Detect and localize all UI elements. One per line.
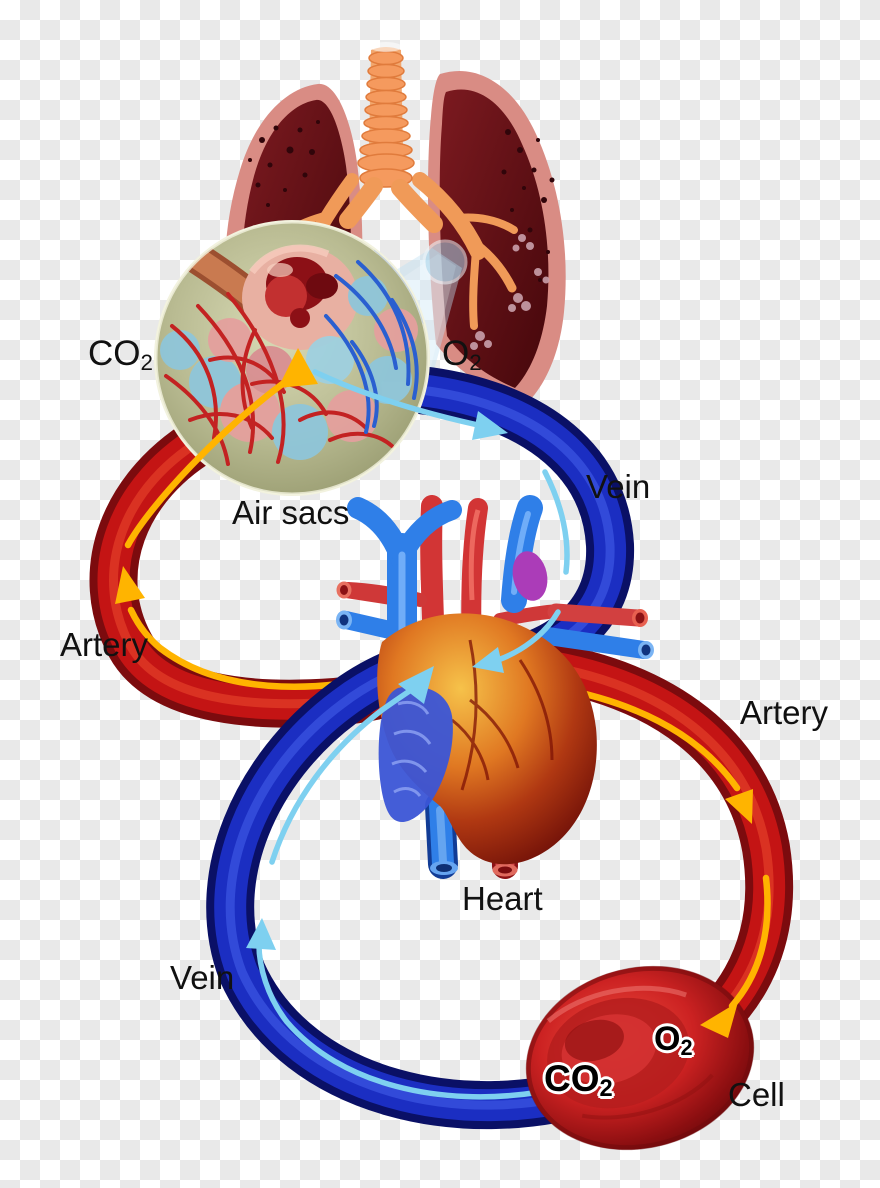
alveolus <box>242 244 358 350</box>
label-o2-lungs-base: O <box>442 334 470 373</box>
pulmonary-trunk-purple <box>512 551 548 601</box>
label-artery-left: Artery <box>60 626 149 663</box>
label-co2-lungs: CO2 <box>88 334 153 374</box>
label-o2-cell-sub: 2 <box>680 1034 693 1060</box>
o2-flow-arrow-to-heart <box>472 609 561 673</box>
label-o2-lungs-sub: 2 <box>469 349 482 375</box>
label-heart: Heart <box>462 880 543 917</box>
label-vein-lower: Vein <box>170 959 235 996</box>
alveoli-inset-circle <box>154 220 430 496</box>
red-blood-cell-graphic <box>525 965 755 1151</box>
right-lung-speckles <box>501 129 555 282</box>
red-capillaries <box>164 292 394 466</box>
label-air-sacs: Air sacs <box>232 494 350 531</box>
systemic-vein-tube <box>206 636 622 1130</box>
right-bronchial-tree <box>412 172 518 330</box>
label-o2-cell: O2 <box>654 1020 693 1058</box>
atrium-texture <box>391 700 432 797</box>
label-co2-cell-sub: 2 <box>599 1076 613 1103</box>
label-co2-lungs-base: CO <box>88 334 141 373</box>
vein-flow-arrow-to-heart <box>269 666 434 865</box>
label-artery-right: Artery <box>740 694 829 731</box>
trachea-graphic <box>339 42 443 233</box>
label-o2-lungs: O2 <box>442 334 482 374</box>
label-o2-cell-base: O <box>654 1020 681 1058</box>
label-co2-cell-base: CO <box>544 1058 600 1099</box>
right-alveoli-clusters <box>470 234 550 350</box>
o2-flow-arrow-to-cell <box>700 874 771 1038</box>
label-co2-lungs-sub: 2 <box>140 349 153 375</box>
heart-atrium-blue <box>378 686 453 823</box>
label-co2-cell: CO2 <box>544 1058 613 1101</box>
o2-flow-arrow-upper <box>312 369 570 575</box>
left-lung-speckles <box>248 120 320 207</box>
heart-body <box>377 613 597 865</box>
blue-capillaries <box>324 248 426 434</box>
coronary-vessels <box>451 639 554 791</box>
label-vein-upper: Vein <box>586 468 651 505</box>
label-cell: Cell <box>728 1076 785 1113</box>
